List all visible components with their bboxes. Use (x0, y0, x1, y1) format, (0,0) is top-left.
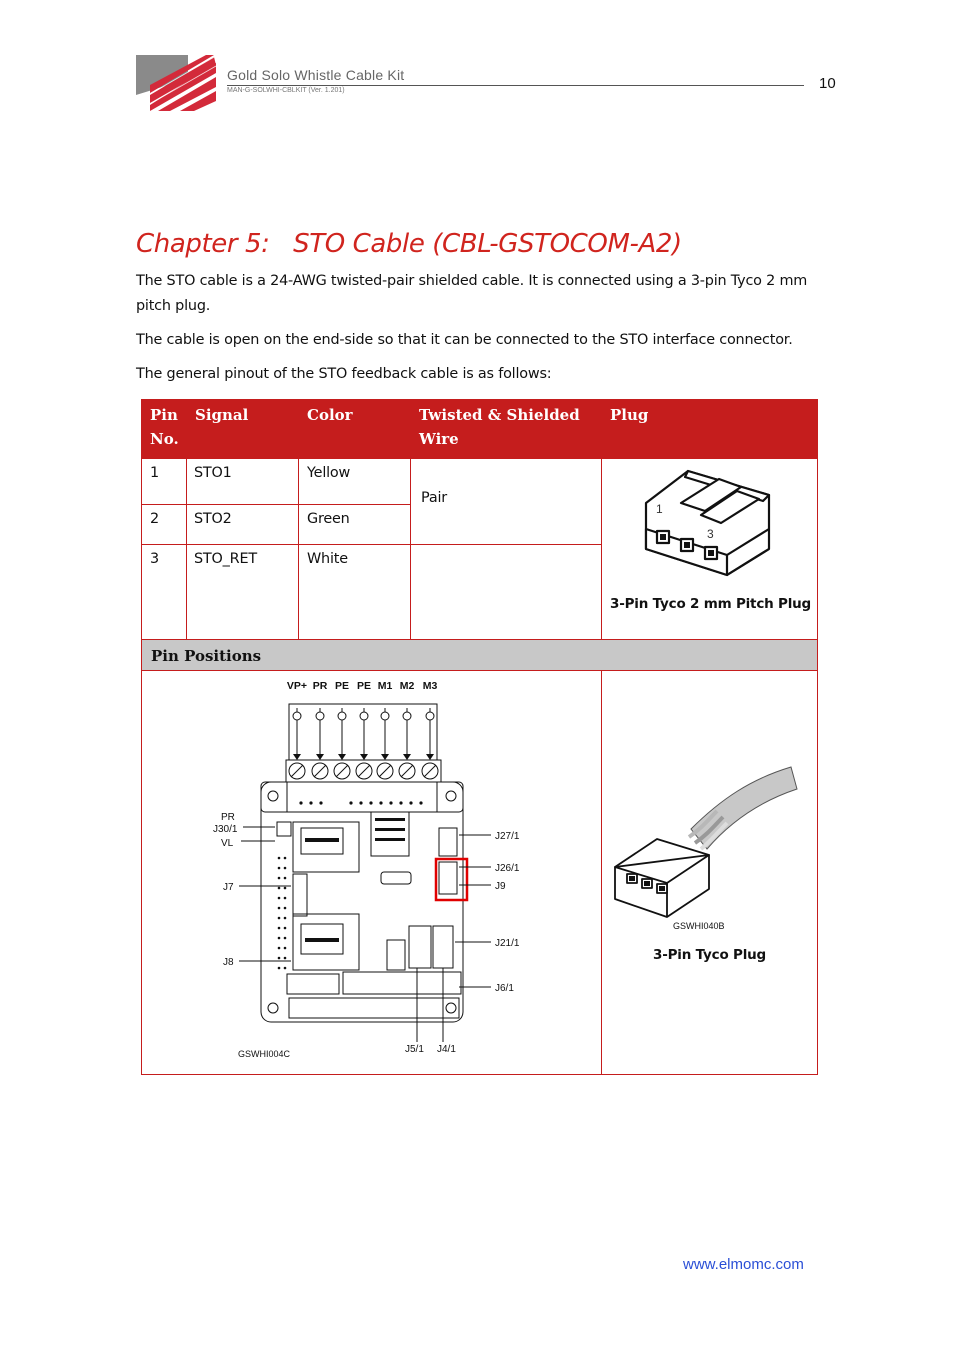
chapter-title: Chapter 5: STO Cable (CBL-GSTOCOM-A2) (136, 229, 682, 259)
right-label-j9: J9 (495, 881, 506, 892)
j9-highlight-box (434, 857, 469, 902)
right-label-j27: J27/1 (495, 831, 520, 842)
pinout-intro-paragraph: The general pinout of the STO feedback c… (136, 366, 552, 382)
row-divider (141, 504, 410, 505)
header-signal: Signal (195, 406, 249, 424)
header-rule (227, 85, 804, 86)
document-reference: MAN-G-SOLWHI-CBLKIT (Ver. 1.201) (227, 87, 345, 94)
header-color: Color (307, 406, 353, 424)
row2-color: Green (307, 511, 350, 527)
table-border-bottom (141, 1074, 818, 1075)
row2-pin: 2 (150, 511, 159, 527)
col-divider (410, 459, 411, 639)
footer-website-link[interactable]: www.elmomc.com (683, 1256, 804, 1273)
board-figure-id: GSWHI004C (238, 1049, 291, 1059)
table-border-left (141, 399, 142, 1075)
company-logo (136, 55, 216, 111)
left-label-pr: PR (221, 812, 235, 823)
pin-positions-label: Pin Positions (142, 639, 817, 671)
right-label-j26: J26/1 (495, 863, 520, 874)
cable-open-paragraph: The cable is open on the end-side so tha… (136, 332, 793, 348)
plug-pin-label-1: 1 (656, 502, 663, 516)
top-label-vp: VP+ (287, 680, 307, 692)
col-divider (186, 459, 187, 639)
header-pin-no: Pin No. (150, 406, 179, 448)
col-divider (601, 459, 602, 639)
col-divider (601, 671, 602, 1075)
table-header-row (141, 399, 818, 459)
row3-color: White (307, 551, 348, 567)
right-label-j21: J21/1 (495, 938, 520, 949)
row3-signal: STO_RET (194, 551, 257, 567)
top-label-pe2: PE (357, 680, 371, 692)
top-label-m2: M2 (400, 680, 415, 692)
bottom-label-j5: J5/1 (405, 1044, 424, 1055)
plug-photo: GSWHI040B (614, 766, 798, 929)
row1-signal: STO1 (194, 465, 232, 481)
left-label-j30: J30/1 (213, 824, 238, 835)
row1-color: Yellow (307, 465, 351, 481)
row2-signal: STO2 (194, 511, 232, 527)
document-title: Gold Solo Whistle Cable Kit (227, 67, 405, 83)
pair-label: Pair (421, 490, 447, 506)
page-number: 10 (819, 75, 836, 92)
top-label-m1: M1 (378, 680, 393, 692)
board-diagram: VP+ PR PE PE M1 M2 M3 (213, 680, 520, 1059)
header-twisted-shielded-wire: Twisted & Shielded Wire (419, 406, 580, 448)
col-divider (298, 459, 299, 639)
plug-pin-label-3: 3 (707, 527, 714, 541)
plug-photo-caption: 3-Pin Tyco Plug (653, 947, 767, 963)
right-label-j6: J6/1 (495, 983, 514, 994)
row1-pin: 1 (150, 465, 159, 481)
header-plug: Plug (610, 406, 649, 424)
top-label-m3: M3 (423, 680, 438, 692)
left-label-j7: J7 (223, 882, 234, 893)
plug-caption: 3-Pin Tyco 2 mm Pitch Plug (610, 596, 812, 612)
left-label-vl: VL (221, 838, 234, 849)
top-label-pe1: PE (335, 680, 349, 692)
top-label-pr: PR (313, 680, 328, 692)
sto-pinout-table: Pin No. Signal Color Twisted & Shielded … (141, 399, 818, 1075)
table-border-right (817, 399, 818, 1075)
bottom-label-j4: J4/1 (437, 1044, 456, 1055)
left-label-j8: J8 (223, 957, 234, 968)
plug-photo-figure-id: GSWHI040B (673, 921, 725, 929)
intro-paragraph: The STO cable is a 24-AWG twisted-pair s… (136, 273, 808, 314)
tyco-plug-drawing: 1 3 (644, 469, 771, 577)
row3-pin: 3 (150, 551, 159, 567)
row-divider (141, 544, 601, 545)
